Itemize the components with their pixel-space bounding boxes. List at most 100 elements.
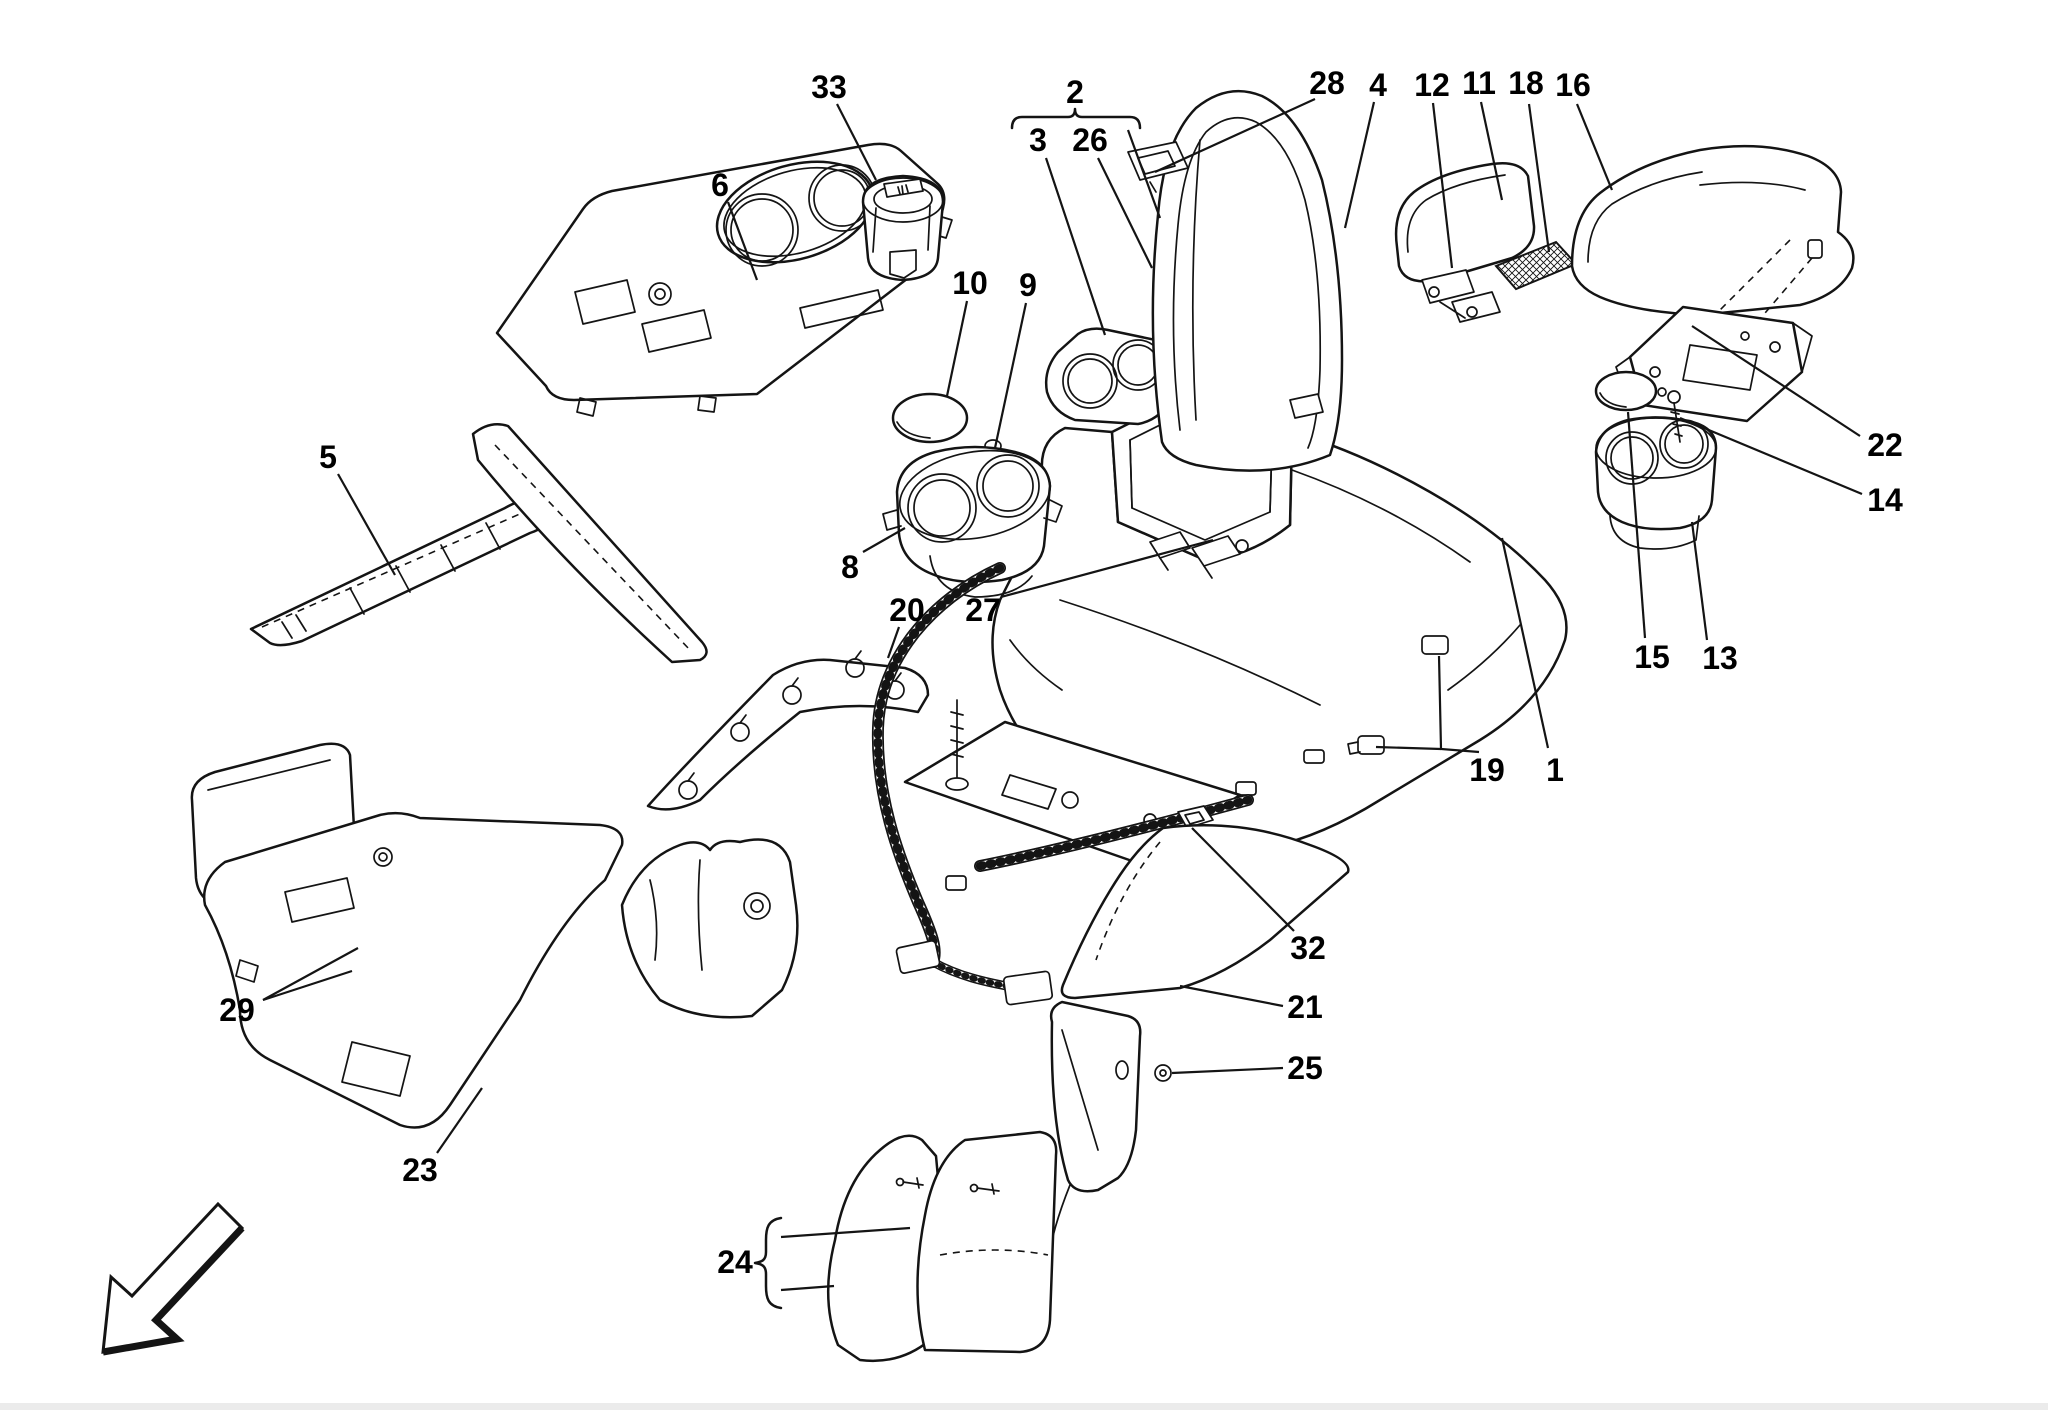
- leader-line-1: [1500, 537, 1550, 749]
- part-number-29: 29: [219, 992, 255, 1028]
- callout-16: 16: [1555, 67, 1614, 191]
- leader-line-13: [1690, 521, 1709, 641]
- part-number-6: 6: [711, 167, 729, 203]
- leader-line-14: [1679, 416, 1863, 496]
- leader-line-20: [886, 626, 901, 659]
- callout-6: 6: [711, 167, 759, 281]
- leader-line-32: [1191, 827, 1295, 932]
- part-rear-cupholder: [1594, 416, 1718, 550]
- leader-line-12: [1431, 102, 1454, 269]
- callout-1: 1: [1500, 537, 1564, 788]
- direction-arrow-icon: [101, 1201, 245, 1356]
- part-number-8: 8: [841, 549, 859, 585]
- group-bracket-2: [1010, 107, 1142, 130]
- part-hinge-bracket: [1421, 269, 1501, 323]
- leader-line-25: [1171, 1066, 1284, 1075]
- callout-13: 13: [1690, 521, 1738, 676]
- part-rear-quarter-panel: [1047, 1000, 1142, 1263]
- part-number-2: 2: [1066, 74, 1084, 110]
- leader-line-10: [945, 300, 969, 397]
- part-number-14: 14: [1867, 482, 1903, 518]
- leader-line-6: [726, 201, 759, 281]
- callout-33: 33: [811, 69, 877, 181]
- harness-connector: [1002, 970, 1054, 1006]
- part-number-16: 16: [1555, 67, 1591, 103]
- part-number-24: 24: [717, 1244, 753, 1280]
- part-number-21: 21: [1287, 989, 1323, 1025]
- callout-12: 12: [1414, 67, 1454, 269]
- callout-20: 20: [886, 592, 925, 659]
- callout-18: 18: [1508, 65, 1551, 253]
- leader-line-18: [1527, 103, 1551, 253]
- part-number-5: 5: [319, 439, 337, 475]
- part-number-19: 19: [1469, 752, 1505, 788]
- part-number-12: 12: [1414, 67, 1450, 103]
- leader-line-22: [1691, 325, 1861, 437]
- part-number-18: 18: [1508, 65, 1544, 101]
- part-number-1: 1: [1546, 752, 1564, 788]
- callout-21: 21: [1179, 984, 1323, 1025]
- part-number-10: 10: [952, 265, 988, 301]
- part-number-25: 25: [1287, 1050, 1323, 1086]
- leader-line-26: [1097, 157, 1153, 269]
- leader-line-2: [1126, 129, 1162, 219]
- part-insulation-pads: [826, 1130, 1058, 1362]
- part-console-body: [991, 426, 1568, 854]
- part-release-switch: [1177, 805, 1214, 829]
- part-number-27: 27: [965, 592, 1001, 628]
- callout-25: 25: [1171, 1050, 1323, 1086]
- part-lid-assembly: [1127, 89, 1344, 472]
- pad-screws: [895, 1177, 1000, 1195]
- callout-23: 23: [402, 1087, 483, 1188]
- part-number-26: 26: [1072, 122, 1108, 158]
- leader-line-23: [436, 1087, 483, 1154]
- part-wiring-harness: [871, 562, 1254, 1006]
- part-plug-25: [1154, 1064, 1172, 1082]
- part-number-20: 20: [889, 592, 925, 628]
- callout-32: 32: [1191, 827, 1326, 966]
- leader-line-21: [1179, 984, 1284, 1008]
- leader-line-8: [862, 527, 906, 553]
- callout-layer: 1234568910111213141516181920212223242526…: [219, 65, 1903, 1292]
- callout-22: 22: [1691, 325, 1903, 463]
- leader-line-15: [1626, 411, 1647, 639]
- part-lid-lock-latch: [1149, 531, 1249, 579]
- callout-8: 8: [841, 527, 906, 585]
- harness-plug: [945, 875, 967, 891]
- part-number-11: 11: [1462, 65, 1496, 101]
- leader-line-33: [836, 103, 877, 181]
- callout-14: 14: [1679, 416, 1903, 518]
- leader-line-5: [337, 473, 396, 576]
- part-number-32: 32: [1290, 930, 1326, 966]
- part-cupholder-cover-disc-front: [891, 392, 969, 444]
- part-number-3: 3: [1029, 122, 1047, 158]
- callout-5: 5: [319, 439, 396, 576]
- harness-connector: [895, 940, 941, 974]
- callout-29: 29: [219, 947, 359, 1028]
- callout-26: 26: [1072, 122, 1153, 269]
- part-number-4: 4: [1369, 67, 1387, 103]
- part-number-9: 9: [1019, 267, 1037, 303]
- callout-3: 3: [1029, 122, 1107, 336]
- leader-line-11: [1479, 101, 1504, 201]
- part-side-trim-strip-lower: [471, 423, 708, 664]
- part-cupholder-screw: [1667, 390, 1683, 443]
- scan-edge-artifact: [0, 1403, 2048, 1410]
- callout-11: 11: [1462, 65, 1504, 201]
- part-shift-boot: [620, 838, 799, 1019]
- part-number-33: 33: [811, 69, 847, 105]
- leader-line-16: [1575, 103, 1614, 191]
- leader-line-27: [1000, 538, 1214, 599]
- callout-15: 15: [1626, 411, 1670, 675]
- ashtray-button: [883, 178, 924, 198]
- part-number-13: 13: [1702, 640, 1738, 676]
- callout-10: 10: [945, 265, 988, 397]
- callout-2: 2: [1066, 74, 1162, 219]
- callout-24: 24: [717, 1226, 911, 1292]
- part-side-panel-23: [202, 811, 624, 1129]
- part-front-trim-panel: [495, 142, 953, 417]
- leader-line-9: [993, 302, 1028, 449]
- leader-line-24: [780, 1284, 835, 1292]
